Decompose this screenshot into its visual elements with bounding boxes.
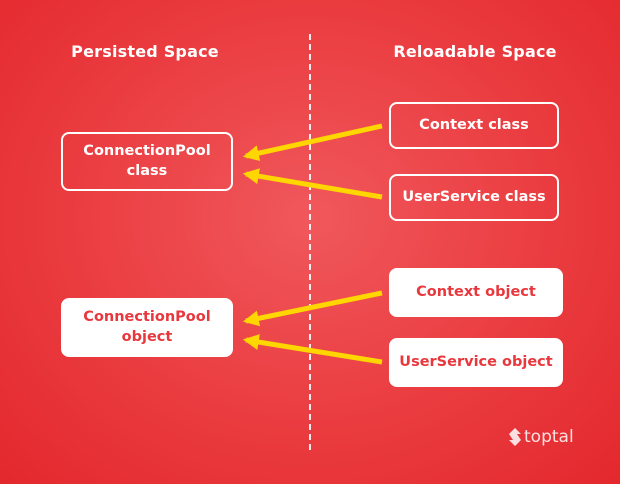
connectionpool-class-line2: class — [126, 162, 168, 179]
space-divider — [309, 34, 311, 450]
connectionpool-class-line1: ConnectionPool — [83, 142, 211, 159]
toptal-logo-text: toptal — [524, 427, 574, 447]
connectionpool-object-line1: ConnectionPool — [83, 308, 211, 325]
context-class-box: Context class — [389, 102, 559, 149]
connectionpool-object-box: ConnectionPool object — [61, 298, 233, 357]
userservice-object-box: UserService object — [389, 338, 563, 387]
context-object-box: Context object — [389, 268, 563, 317]
userservice-class-box: UserService class — [389, 174, 559, 221]
reloadable-space-heading: Reloadable Space — [393, 42, 557, 61]
connectionpool-class-box: ConnectionPool class — [61, 132, 233, 191]
connectionpool-object-line2: object — [121, 328, 173, 345]
arrow-context-class-to-pool-class — [242, 123, 383, 162]
arrow-userservice-class-to-pool-class — [242, 168, 383, 200]
toptal-logo: toptal — [508, 425, 574, 449]
toptal-logo-icon — [509, 428, 521, 446]
arrow-userservice-object-to-pool-object — [242, 334, 383, 365]
arrow-context-object-to-pool-object — [242, 290, 383, 327]
persisted-space-heading: Persisted Space — [71, 42, 219, 61]
